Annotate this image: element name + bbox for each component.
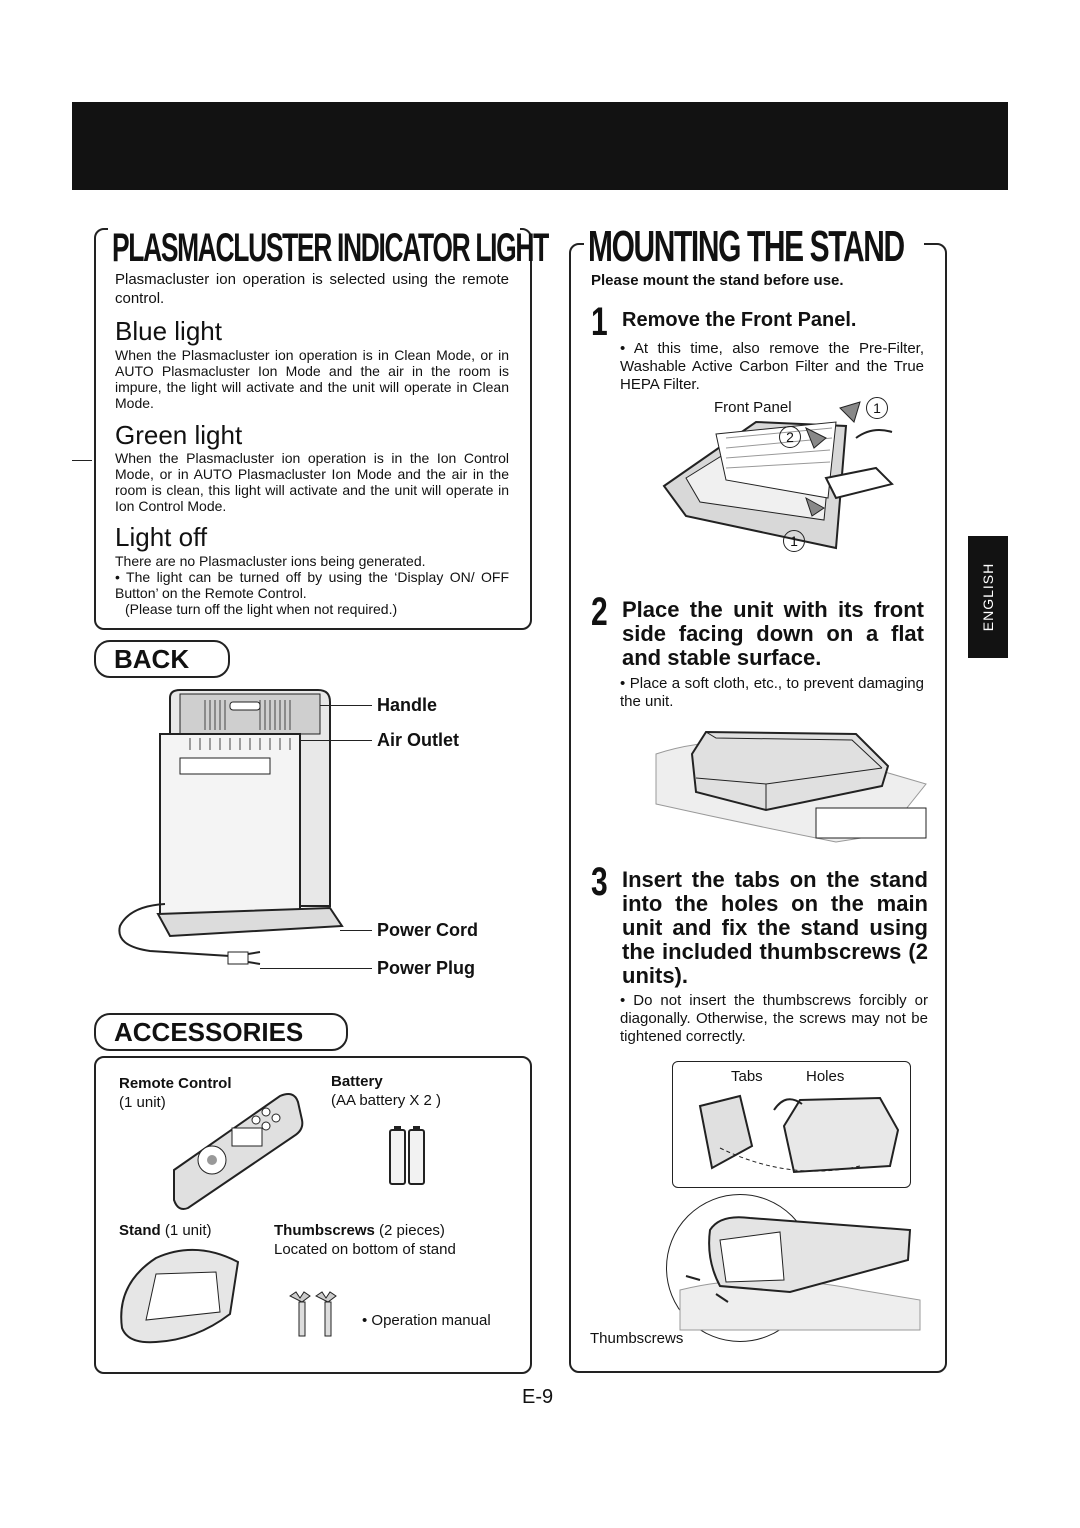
thumbscrews-label-qty: (2 pieces) <box>374 1222 445 1239</box>
stand-label: Stand (1 unit) <box>119 1222 212 1239</box>
label-handle: Handle <box>377 695 438 715</box>
stand-illustration <box>120 1249 240 1344</box>
language-tab: ENGLISH <box>968 536 1008 658</box>
light-off-note: (Please turn off the light when not requ… <box>125 601 398 617</box>
power-plug-leader <box>260 968 372 969</box>
circle-mark-1a-text: 1 <box>873 400 881 416</box>
thumbscrews-location: Located on bottom of stand <box>274 1241 456 1258</box>
stand-mounting-illustration <box>679 1216 921 1331</box>
unit-face-down-illustration <box>655 730 927 843</box>
remote-label: Remote Control <box>119 1075 232 1092</box>
step2-number: 2 <box>591 590 608 634</box>
indicator-title: PLASMACLUSTER INDICATOR LIGHT <box>112 226 549 270</box>
label-tabs: Tabs <box>731 1068 763 1085</box>
thumbscrews-label: Thumbscrews (2 pieces) <box>274 1222 445 1239</box>
header-bar <box>72 102 1008 190</box>
circle-mark-2-text: 2 <box>786 429 794 445</box>
handle-leader <box>320 705 372 706</box>
language-tab-label: ENGLISH <box>980 562 996 632</box>
label-holes: Holes <box>806 1068 845 1085</box>
step2-note: • Place a soft cloth, etc., to prevent d… <box>620 675 924 710</box>
step1-heading: Remove the Front Panel. <box>622 309 857 331</box>
tabs-holes-box <box>672 1061 911 1188</box>
stand-label-name: Stand <box>119 1222 161 1239</box>
stand-label-qty: (1 unit) <box>160 1222 212 1239</box>
light-off-text: There are no Plasmacluster ions being ge… <box>115 553 426 569</box>
margin-mark <box>72 460 92 461</box>
back-title: BACK <box>94 640 230 678</box>
remote-qty: (1 unit) <box>119 1094 166 1111</box>
light-off-title: Light off <box>115 522 208 552</box>
tabs-holes-illustration <box>698 1094 900 1174</box>
indicator-panel <box>94 228 532 630</box>
air-outlet-leader <box>300 740 372 741</box>
front-panel-illustration <box>662 401 894 550</box>
page-number: E-9 <box>522 1386 554 1408</box>
remote-control-illustration <box>173 1093 304 1210</box>
thumbscrews-label-name: Thumbscrews <box>274 1222 375 1239</box>
label-air-outlet: Air Outlet <box>377 730 460 750</box>
operation-manual: • Operation manual <box>362 1312 491 1329</box>
step3-number: 3 <box>591 860 608 904</box>
step2-heading: Place the unit with its front side facin… <box>622 597 924 670</box>
mounting-subtitle: Please mount the stand before use. <box>591 272 844 289</box>
label-power-cord: Power Cord <box>377 920 479 940</box>
label-front-panel: Front Panel <box>714 399 792 416</box>
blue-light-text: When the Plasmacluster ion operation is … <box>115 347 509 411</box>
air-purifier-back-illustration <box>118 689 344 965</box>
thumbscrew-icon <box>289 1291 337 1337</box>
label-thumbscrews: Thumbscrews <box>590 1330 684 1347</box>
blue-light-title: Blue light <box>115 316 222 346</box>
circle-mark-1b-text: 1 <box>790 533 798 549</box>
battery-icon <box>389 1126 425 1185</box>
light-off-bullet: • The light can be turned off by using t… <box>115 569 509 601</box>
mounting-title-bg <box>584 224 924 268</box>
indicator-intro: Plasmacluster ion operation is selected … <box>115 271 509 307</box>
mounting-title: MOUNTING THE STAND <box>588 222 905 271</box>
accessories-title: ACCESSORIES <box>94 1013 348 1051</box>
indicator-title-bg <box>108 224 520 268</box>
power-cord-leader <box>340 930 372 931</box>
step3-note: • Do not insert the thumbscrews forcibly… <box>620 992 928 1045</box>
step3-heading: Insert the tabs on the stand into the ho… <box>622 867 928 988</box>
label-power-plug: Power Plug <box>377 958 476 978</box>
step1-number: 1 <box>591 300 608 344</box>
green-light-text: When the Plasmacluster ion operation is … <box>115 450 509 514</box>
circle-mark-2: 2 <box>779 426 801 448</box>
green-light-title: Green light <box>115 420 243 450</box>
circle-mark-1a: 1 <box>866 397 888 419</box>
battery-qty: (AA battery X 2 ) <box>331 1092 442 1109</box>
step1-note: • At this time, also remove the Pre-Filt… <box>620 340 924 393</box>
circle-mark-1b: 1 <box>783 530 805 552</box>
battery-label: Battery <box>331 1073 383 1090</box>
